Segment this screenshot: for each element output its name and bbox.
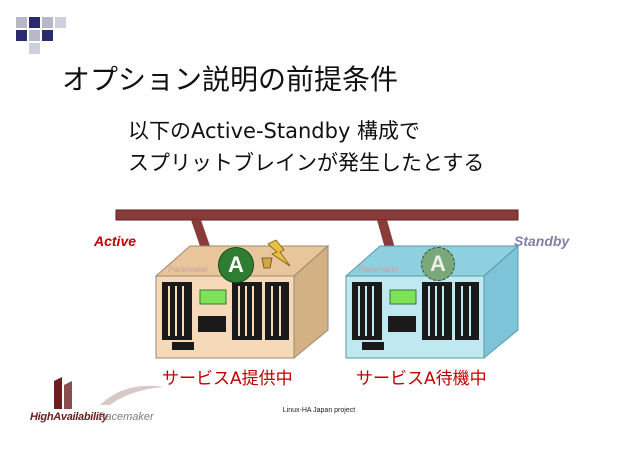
standby-service-status: サービスA待機中	[356, 369, 487, 389]
subtitle-line-2: スプリットブレインが発生したとする	[128, 151, 485, 175]
slide-title: オプション説明の前提条件	[62, 63, 399, 96]
svg-text:Pacemaker: Pacemaker	[358, 265, 399, 274]
active-server: Pacemaker	[154, 244, 330, 360]
pacemaker-logo-text: Pacemaker	[98, 411, 154, 423]
ha-logo	[54, 377, 164, 409]
ha-logo-text: HighAvailability	[30, 411, 108, 423]
broken-link-lightning-icon	[261, 239, 291, 269]
svg-text:Pacemaker: Pacemaker	[168, 265, 209, 274]
standby-role-label: Standby	[514, 233, 570, 249]
active-network-link	[191, 220, 212, 252]
active-service-status: サービスA提供中	[162, 369, 293, 389]
standby-network-link	[377, 220, 396, 252]
pacemaker-logo	[100, 385, 164, 405]
active-role-label: Active	[94, 233, 137, 249]
footer-credit: Linux-HA Japan project	[282, 407, 356, 414]
standby-resource-a-icon: A	[421, 247, 455, 281]
subtitle-line-1: 以下のActive-Standby 構成で	[128, 119, 421, 143]
active-resource-a-icon: A	[218, 247, 254, 283]
network-bar	[115, 209, 519, 221]
